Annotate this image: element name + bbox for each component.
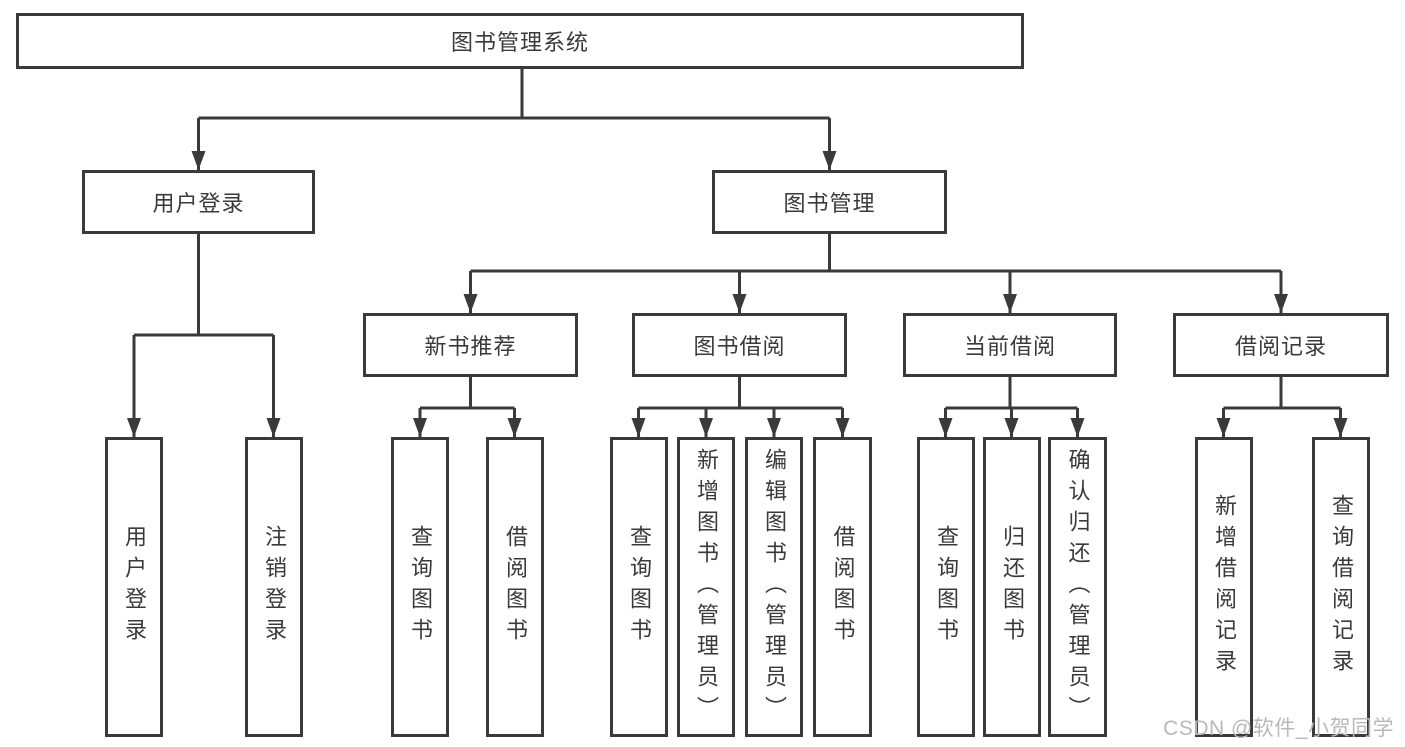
csdn-watermark: CSDN @软件_小贺同学	[1163, 717, 1394, 740]
connector-rails	[134, 69, 1341, 410]
connector-arrows	[127, 118, 1348, 437]
leaf-newrec-borrow-book: 借阅图书	[486, 437, 544, 737]
leaf-current-query-book: 查询图书	[917, 437, 975, 737]
leaf-user-login: 用户登录	[105, 437, 163, 737]
leaf-records-add-borrow-record: 新增借阅记录	[1195, 437, 1253, 737]
node-book-management-system: 图书管理系统	[16, 13, 1024, 69]
leaf-records-query-borrow-record: 查询借阅记录	[1312, 437, 1370, 737]
leaf-borrowing-borrow-book: 借阅图书	[813, 437, 872, 737]
leaf-current-return-book: 归还图书	[983, 437, 1041, 737]
leaf-borrowing-add-book-admin: 新增图书（管理员）	[677, 437, 735, 737]
node-new-book-recommend: 新书推荐	[363, 313, 578, 377]
leaf-newrec-query-book: 查询图书	[391, 437, 449, 737]
leaf-borrowing-query-book: 查询图书	[610, 437, 668, 737]
leaf-borrowing-edit-book-admin: 编辑图书（管理员）	[745, 437, 803, 737]
node-book-management: 图书管理	[712, 170, 947, 234]
leaf-logout: 注销登录	[245, 437, 303, 737]
node-current-borrowing: 当前借阅	[903, 313, 1117, 377]
node-user-login: 用户登录	[82, 170, 315, 234]
node-book-borrowing: 图书借阅	[632, 313, 847, 377]
node-borrowing-records: 借阅记录	[1173, 313, 1389, 377]
leaf-current-confirm-return-admin: 确认归还（管理员）	[1048, 437, 1107, 737]
